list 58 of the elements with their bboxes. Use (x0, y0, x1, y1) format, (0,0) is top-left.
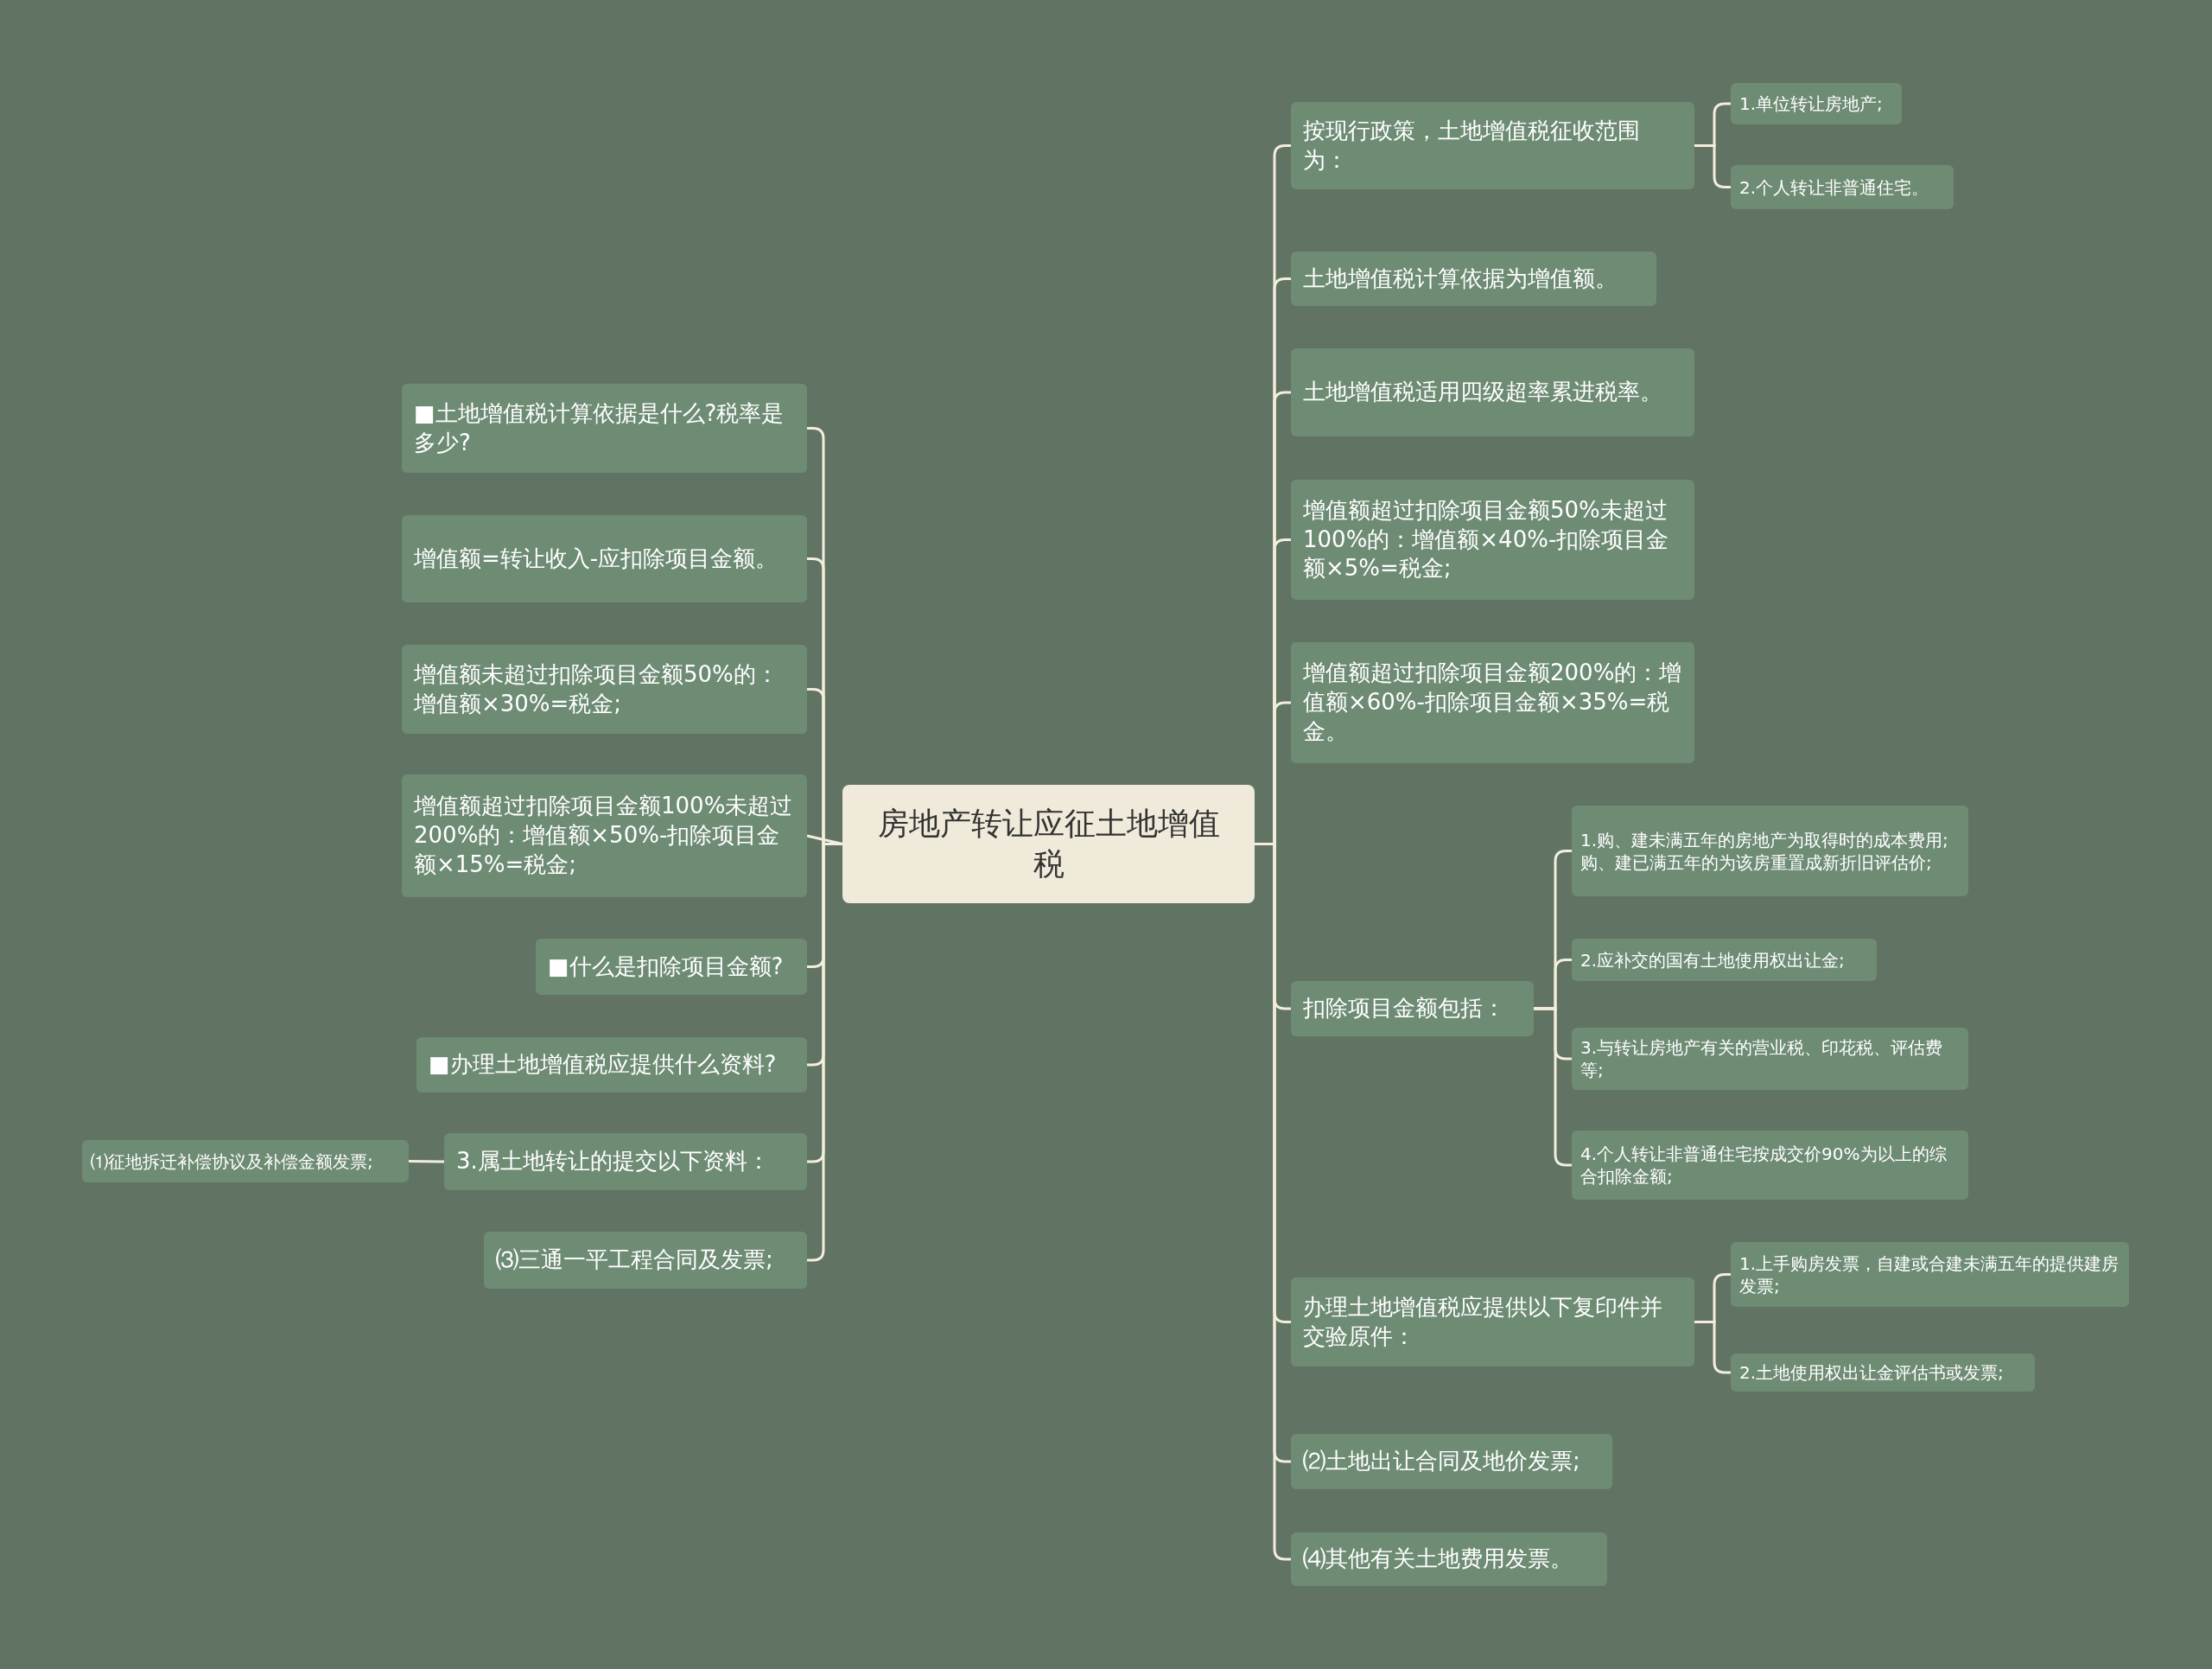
topic-box (1572, 939, 1877, 981)
connector-line (1534, 1007, 1572, 1167)
topic-box (1731, 83, 1902, 124)
topic-box (1572, 1131, 1968, 1200)
topic-text: 2.个人转让非普通住宅。 (1739, 175, 1930, 199)
topic-text: 房地产转让应征土地增值税 (876, 804, 1221, 883)
central-topic-box (842, 785, 1255, 903)
topic-box (1291, 348, 1694, 436)
topic-box (402, 645, 807, 734)
topic-text: 扣除项目金额包括： (1303, 994, 1506, 1023)
topic-text: 1.单位转让房地产; (1739, 92, 1884, 115)
topic-text: ⑵土地出让合同及地价发票; (1303, 1447, 1581, 1476)
topic-box (402, 515, 807, 602)
topic-text: 3.属土地转让的提交以下资料： (456, 1147, 771, 1176)
topic-box (1291, 642, 1694, 763)
connector-line (806, 834, 843, 845)
topic-box (536, 939, 807, 995)
topic-box (484, 1232, 807, 1289)
connector-line (1694, 144, 1731, 188)
topic-box (1291, 1434, 1612, 1489)
topic-box (1731, 165, 1954, 209)
topic-text: ■什么是扣除项目金额? (548, 952, 785, 981)
topic-box (1291, 1532, 1607, 1586)
topic-box (1731, 1242, 2129, 1307)
topic-text: 增值额未超过扣除项目金额50%的：增值额×30%=税金; (414, 659, 779, 718)
topic-text: 4.个人转让非普通住宅按成交价90%为以上的综合扣除金额; (1580, 1143, 1948, 1188)
topic-box (416, 1037, 807, 1092)
topic-text: 2.土地使用权出让金评估书或发票; (1739, 1361, 2005, 1384)
topic-box (1291, 480, 1694, 600)
topic-box (1291, 252, 1656, 306)
topic-box (82, 1140, 409, 1182)
topic-text: 增值额超过扣除项目金额200%的：增值额×60%-扣除项目金额×35%=税金。 (1303, 659, 1682, 746)
topic-text: ⑷其他有关土地费用发票。 (1303, 1545, 1573, 1574)
topic-text: 土地增值税适用四级超率累进税率。 (1303, 378, 1663, 407)
topic-box (1291, 1277, 1694, 1366)
connector-line (408, 1160, 445, 1163)
topic-box (444, 1133, 807, 1190)
topic-box (1572, 1028, 1968, 1090)
topic-text: 2.应补交的国有土地使用权出让金; (1580, 948, 1846, 971)
topic-text: 增值额超过扣除项目金额100%未超过200%的：增值额×50%-扣除项目金额×15%=税金; (414, 792, 794, 879)
topic-text: 按现行政策，土地增值税征收范围为： (1303, 116, 1641, 175)
topic-text: 1.购、建未满五年的房地产为取得时的成本费用;购、建已满五年的为该房重置成新折旧评估价; (1580, 828, 1949, 874)
topic-box (402, 384, 807, 473)
topic-text: ■办理土地增值税应提供什么资料? (429, 1050, 778, 1080)
topic-text: 1.上手购房发票，自建或合建未满五年的提供建房发票; (1739, 1252, 2120, 1297)
topic-box (1572, 806, 1968, 896)
topic-text: 增值额超过扣除项目金额50%未超过100%的：增值额×40%-扣除项目金额×5%=税金; (1303, 495, 1670, 583)
topic-text: ■土地增值税计算依据是什么?税率是多少? (414, 398, 785, 457)
topic-box (402, 774, 807, 897)
topic-text: 土地增值税计算依据为增值额。 (1303, 264, 1618, 293)
topic-text: ⑴征地拆迁补偿协议及补偿金额发票; (91, 1150, 374, 1173)
topic-box (1291, 102, 1694, 189)
topic-box (1291, 981, 1534, 1036)
topic-text: 3.与转让房地产有关的营业税、印花税、评估费等; (1580, 1036, 1944, 1081)
topic-text: ⑶三通一平工程合同及发票; (496, 1245, 774, 1275)
topic-text: 增值额=转让收入-应扣除项目金额。 (414, 544, 779, 573)
topic-text: 办理土地增值税应提供以下复印件并交验原件： (1303, 1292, 1663, 1351)
topic-box (1731, 1354, 2035, 1392)
